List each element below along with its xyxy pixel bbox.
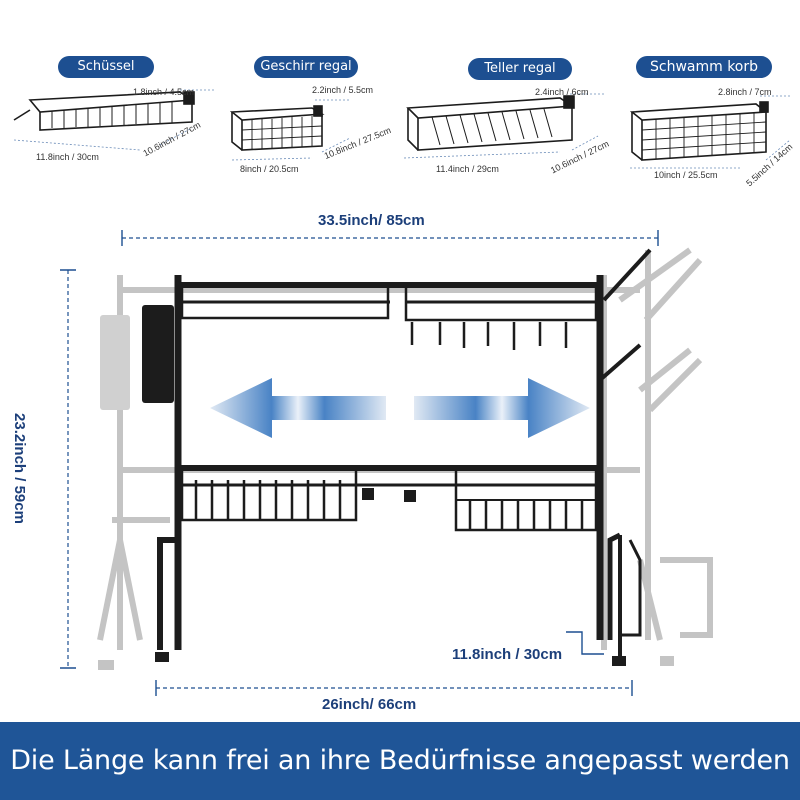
basket-3-dimension-lines: [403, 93, 604, 159]
extension-arrows: [210, 378, 590, 438]
basket-3-width: 11.4inch / 29cm: [436, 164, 499, 174]
rack-foot-left: [155, 652, 169, 662]
max-width-label: 33.5inch/ 85cm: [318, 212, 425, 229]
utensil-holder: [142, 305, 174, 403]
banner-text: Die Länge kann frei an ihre Bedürfnisse …: [10, 745, 790, 776]
basket-4-dimension-lines: [630, 95, 792, 169]
basket-2-dimension-lines: [231, 99, 351, 161]
rack-foot-right: [612, 656, 626, 666]
min-width-label: 26inch/ 66cm: [322, 696, 417, 713]
basket-label-3: Teller regal: [468, 58, 572, 80]
basket-thumbnail-2: [229, 105, 325, 151]
basket-1-width: 11.8inch / 30cm: [36, 152, 99, 162]
basket-2-height: 2.2inch / 5.5cm: [312, 85, 374, 95]
dimension-lines: [67, 237, 658, 689]
basket-thumbnail-1: [13, 91, 195, 131]
adjust-knob-2: [362, 488, 374, 500]
basket-1-dimension-lines: [13, 89, 214, 151]
basket-4-height: 2.8inch / 7cm: [718, 87, 772, 97]
basket-4-width: 10inch / 25.5cm: [654, 170, 718, 180]
basket-label-2: Geschirr regal: [254, 56, 358, 78]
clearance-label: 11.8inch / 30cm: [452, 646, 563, 663]
ghost-utensil-holder: [100, 315, 130, 410]
ghost-foot-right: [660, 656, 674, 666]
basket-2-width: 8inch / 20.5cm: [240, 164, 299, 174]
dimension-end-caps: [60, 230, 659, 696]
basket-thumbnail-3: [406, 95, 575, 151]
basket-3-height: 2.4inch / 6cm: [535, 87, 589, 97]
basket-thumbnail-4: [629, 101, 769, 161]
basket-label-1: Schüssel halter: [58, 56, 154, 96]
ghost-foot-left: [98, 660, 114, 670]
dish-rack: [157, 248, 652, 665]
adjust-knob: [404, 490, 416, 502]
basket-1-height: 1.8inch / 4.5cm: [133, 87, 195, 97]
bottom-banner: [0, 722, 800, 800]
height-label: 23.2inch / 59cm: [10, 413, 28, 524]
basket-label-4: Schwamm korb: [636, 56, 772, 78]
